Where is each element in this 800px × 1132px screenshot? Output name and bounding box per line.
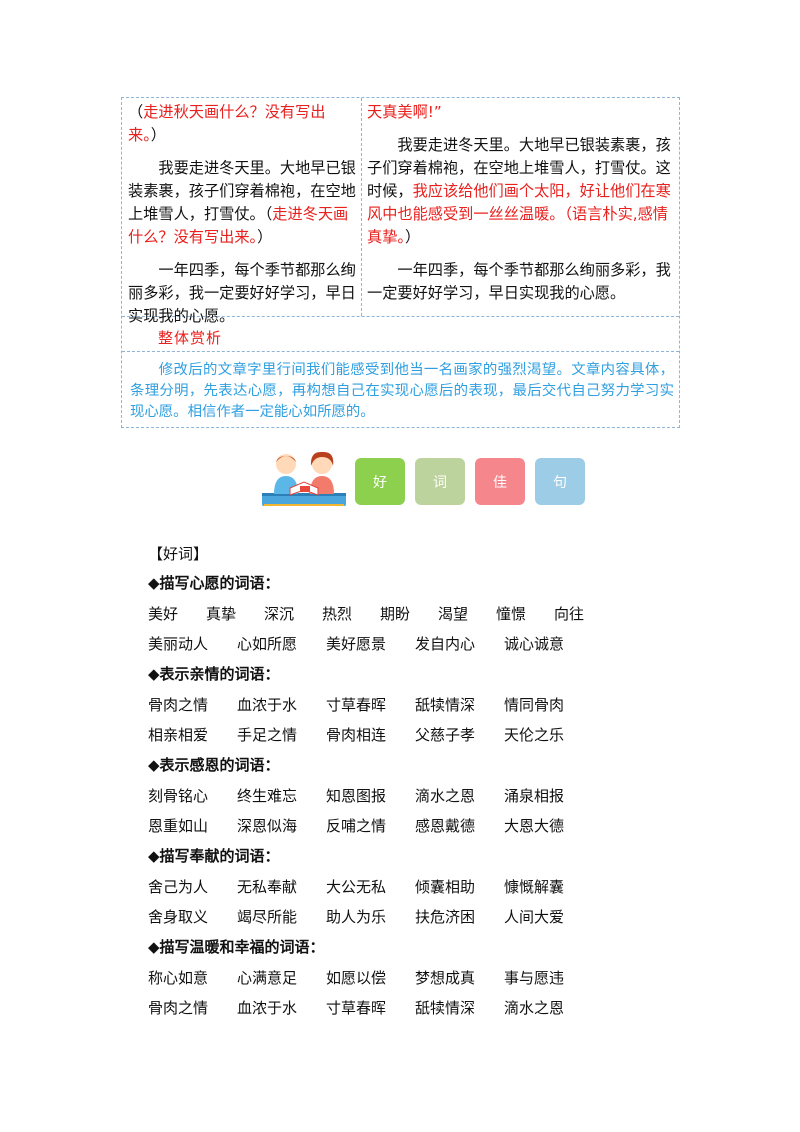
paragraph: （走进秋天画什么？没有写出来。） bbox=[128, 101, 357, 147]
word: 感恩戴德 bbox=[415, 817, 476, 835]
text: ） bbox=[257, 228, 273, 246]
word: 相亲相爱 bbox=[148, 726, 209, 744]
word: 向往 bbox=[554, 605, 585, 623]
word: 骨肉相连 bbox=[326, 726, 387, 744]
word: 血浓于水 bbox=[237, 999, 298, 1017]
word-row: 美好 真挚 深沉 热烈 期盼 渴望 憧憬 向往 bbox=[148, 599, 668, 629]
word: 血浓于水 bbox=[237, 696, 298, 714]
reading-children-icon bbox=[262, 451, 346, 506]
column-divider bbox=[361, 98, 362, 316]
text: ） bbox=[150, 126, 166, 144]
category-title: ◆描写温暖和幸福的词语： bbox=[148, 938, 325, 956]
word: 手足之情 bbox=[237, 726, 298, 744]
word: 心满意足 bbox=[237, 969, 298, 987]
word: 扶危济困 bbox=[415, 908, 476, 926]
word: 憧憬 bbox=[496, 605, 527, 623]
word: 深恩似海 bbox=[237, 817, 298, 835]
tag-jia: 佳 bbox=[475, 458, 525, 505]
word: 事与愿违 bbox=[504, 969, 565, 987]
appraisal-text: 修改后的文章字里行间我们能感受到他当一名画家的强烈渴望。文章内容具体，条理分明，… bbox=[130, 362, 674, 420]
paragraph: 一年四季，每个季节都那么绚丽多彩，我一定要好好学习，早日实现我的心愿。 bbox=[128, 261, 356, 325]
word: 舍身取义 bbox=[148, 908, 209, 926]
text: ） bbox=[404, 228, 421, 246]
text: （ bbox=[128, 103, 144, 121]
teacher-comment: 走进秋天画什么？没有写出来。 bbox=[128, 103, 326, 144]
row-divider bbox=[122, 351, 679, 352]
tag-hao: 好 bbox=[355, 458, 405, 505]
word-row: 相亲相爱 手足之情 骨肉相连 父慈子孝 天伦之乐 bbox=[148, 720, 668, 750]
paragraph: 我要走进冬天里。大地早已银装素裹，孩子们穿着棉袍，在空地上堆雪人，打雪仗。这时候… bbox=[367, 134, 675, 249]
word-row: 舍身取义 竭尽所能 助人为乐 扶危济困 人间大爱 bbox=[148, 902, 668, 932]
word-row: 骨肉之情 血浓于水 寸草春晖 舐犊情深 情同骨肉 bbox=[148, 690, 668, 720]
word: 美好 bbox=[148, 605, 179, 623]
section-heading: 【好词】 bbox=[148, 545, 209, 563]
category-title: ◆表示感恩的词语： bbox=[148, 756, 280, 774]
word-row: 称心如意 心满意足 如愿以偿 梦想成真 事与愿违 bbox=[148, 963, 668, 993]
word-row: 刻骨铭心 终生难忘 知恩图报 滴水之恩 涌泉相报 bbox=[148, 781, 668, 811]
word: 心如所愿 bbox=[237, 635, 298, 653]
word: 热烈 bbox=[322, 605, 353, 623]
word: 如愿以偿 bbox=[326, 969, 387, 987]
word: 舐犊情深 bbox=[415, 999, 476, 1017]
word: 滴水之恩 bbox=[415, 787, 476, 805]
appraisal-title: 整体赏析 bbox=[158, 329, 223, 347]
word: 滴水之恩 bbox=[504, 999, 565, 1017]
word-row: 舍己为人 无私奉献 大公无私 倾囊相助 慷慨解囊 bbox=[148, 872, 668, 902]
revised-text-cell: 天真美啊!” 我要走进冬天里。大地早已银装素裹，孩子们穿着棉袍，在空地上堆雪人，… bbox=[367, 101, 675, 305]
category-title: ◆描写心愿的词语： bbox=[148, 574, 280, 592]
paragraph: 我要走进冬天里。大地早已银装素裹，孩子们穿着棉袍，在空地上堆雪人，打雪仗。（走进… bbox=[128, 157, 357, 249]
word: 恩重如山 bbox=[148, 817, 209, 835]
word: 深沉 bbox=[264, 605, 295, 623]
word: 刻骨铭心 bbox=[148, 787, 209, 805]
word: 舍己为人 bbox=[148, 878, 209, 896]
word-row: 美丽动人 心如所愿 美好愿景 发自内心 诚心诚意 bbox=[148, 629, 668, 659]
comparison-table: （走进秋天画什么？没有写出来。） 我要走进冬天里。大地早已银装素裹，孩子们穿着棉… bbox=[121, 97, 680, 428]
word: 美丽动人 bbox=[148, 635, 209, 653]
tag-ci: 词 bbox=[415, 458, 465, 505]
word: 期盼 bbox=[380, 605, 411, 623]
word: 天伦之乐 bbox=[504, 726, 565, 744]
category-title: ◆表示亲情的词语： bbox=[148, 665, 280, 683]
word: 涌泉相报 bbox=[504, 787, 565, 805]
word: 美好愿景 bbox=[326, 635, 387, 653]
text: 我要走进冬天里。大地早已银装素裹，孩子们穿着棉袍，在空地上堆雪人，打雪仗。（ bbox=[128, 159, 356, 223]
word: 竭尽所能 bbox=[237, 908, 298, 926]
good-words-banner: 好 词 佳 句 bbox=[260, 448, 590, 508]
word: 舐犊情深 bbox=[415, 696, 476, 714]
word: 发自内心 bbox=[415, 635, 476, 653]
word: 寸草春晖 bbox=[326, 696, 387, 714]
good-words-section: 【好词】 ◆描写心愿的词语： 美好 真挚 深沉 热烈 期盼 渴望 憧憬 向往 美丽动人 心如所愿… bbox=[148, 540, 668, 1023]
word: 骨肉之情 bbox=[148, 696, 209, 714]
row-divider bbox=[122, 316, 679, 317]
word: 大恩大德 bbox=[504, 817, 565, 835]
word: 无私奉献 bbox=[237, 878, 298, 896]
word: 慷慨解囊 bbox=[504, 878, 565, 896]
word: 助人为乐 bbox=[326, 908, 387, 926]
text: 我要走进冬天里。大地早已银装素裹，孩子们穿着棉袍，在空地上堆雪人，打雪仗。这时候… bbox=[367, 136, 671, 200]
word: 梦想成真 bbox=[415, 969, 476, 987]
word: 人间大爱 bbox=[504, 908, 565, 926]
word: 情同骨肉 bbox=[504, 696, 565, 714]
paragraph: 天真美啊!” bbox=[367, 103, 442, 121]
word: 寸草春晖 bbox=[326, 999, 387, 1017]
word: 大公无私 bbox=[326, 878, 387, 896]
word: 渴望 bbox=[438, 605, 469, 623]
word: 骨肉之情 bbox=[148, 999, 209, 1017]
word: 称心如意 bbox=[148, 969, 209, 987]
teacher-comment: 我应该给他们画个太阳，好让他们在寒风中也能感受到一丝丝温暖。（语言朴实,感情真挚… bbox=[367, 182, 671, 246]
category-title: ◆描写奉献的词语： bbox=[148, 847, 280, 865]
word: 父慈子孝 bbox=[415, 726, 476, 744]
word: 终生难忘 bbox=[237, 787, 298, 805]
tag-ju: 句 bbox=[535, 458, 585, 505]
paragraph: 一年四季，每个季节都那么绚丽多彩，我一定要好好学习，早日实现我的心愿。 bbox=[367, 261, 671, 302]
word: 知恩图报 bbox=[326, 787, 387, 805]
word: 真挚 bbox=[206, 605, 237, 623]
word-row: 恩重如山 深恩似海 反哺之情 感恩戴德 大恩大德 bbox=[148, 811, 668, 841]
word: 倾囊相助 bbox=[415, 878, 476, 896]
original-text-cell: （走进秋天画什么？没有写出来。） 我要走进冬天里。大地早已银装素裹，孩子们穿着棉… bbox=[128, 101, 357, 328]
word-row: 骨肉之情 血浓于水 寸草春晖 舐犊情深 滴水之恩 bbox=[148, 993, 668, 1023]
teacher-comment: 走进冬天画什么？没有写出来。 bbox=[128, 205, 349, 246]
word: 反哺之情 bbox=[326, 817, 387, 835]
word: 诚心诚意 bbox=[504, 635, 565, 653]
